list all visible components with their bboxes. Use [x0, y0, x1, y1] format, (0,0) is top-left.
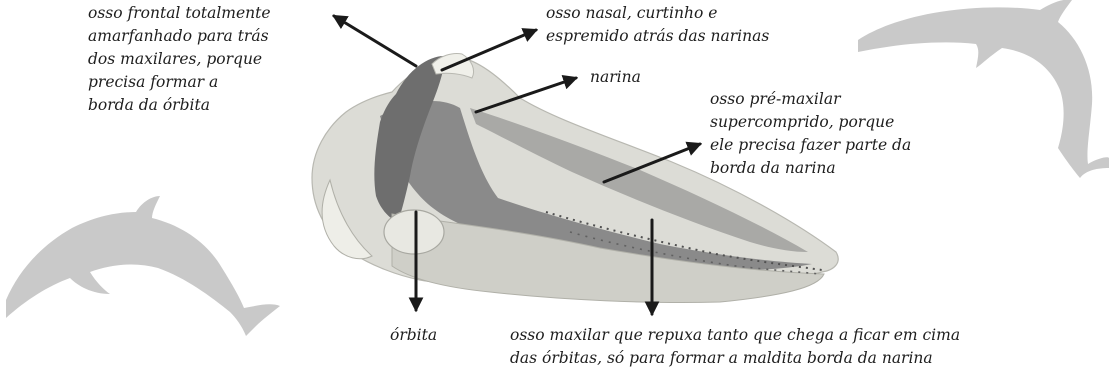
dolphin-silhouette-bottom-left [6, 196, 280, 336]
orbit-hollow [384, 210, 444, 254]
arrow-frontal [334, 16, 416, 66]
label-orbita: órbita [390, 324, 437, 347]
label-maxilla-bone: osso maxilar que repuxa tanto que chega … [510, 324, 960, 370]
label-frontal-bone: osso frontal totalmente amarfanhado para… [88, 2, 271, 117]
label-nasal-bone: osso nasal, curtinho e espremido atrás d… [546, 2, 769, 48]
label-narina: narina [590, 66, 641, 89]
arrow-nasal [442, 30, 536, 70]
label-premaxilla-bone: osso pré-maxilar supercomprido, porque e… [710, 88, 911, 180]
